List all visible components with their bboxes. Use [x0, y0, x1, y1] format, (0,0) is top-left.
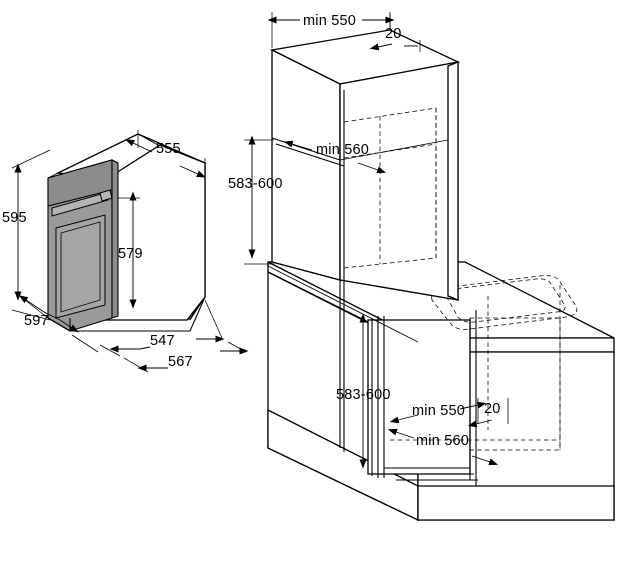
- upper-cabinet-bottom-edge: [271, 261, 341, 281]
- dim-l550-arrow-right: [459, 401, 487, 410]
- upper-shelf-front-edge: [271, 137, 341, 161]
- dim-555-label: 555: [156, 141, 181, 157]
- dim-567-label: 567: [168, 354, 193, 370]
- upper-cabinet-bottom-right: [339, 279, 459, 301]
- oven-rear-lower-chamfer: [189, 296, 206, 321]
- dim-u20-arrow-left: [369, 43, 393, 51]
- countertop-underside-line: [267, 265, 419, 343]
- dim-547-label: 547: [150, 333, 175, 349]
- oven-unit-view: [47, 133, 207, 332]
- dim-597-label: 597: [24, 313, 49, 329]
- dim-u560-arrow-right: [357, 162, 387, 174]
- upper-shelf-front-edge-2: [275, 143, 345, 167]
- dim-l560-label: min 560: [416, 433, 469, 449]
- oven-door-glass-inner-outline: [60, 221, 101, 313]
- dimension-lower-20: 20: [467, 398, 509, 428]
- dim-597-ext-b: [71, 334, 99, 353]
- oven-door-handle: [51, 191, 109, 217]
- oven-door-glass: [55, 214, 106, 319]
- oven-door-edge: [111, 159, 119, 319]
- dim-l20-arrow: [467, 419, 493, 428]
- base-cabinet-plinth-front: [417, 485, 615, 521]
- oven-top-left-chamfer: [47, 172, 59, 179]
- dimension-upper-min560: min 560: [283, 140, 387, 174]
- dimension-lower-min550: min 550: [389, 401, 487, 424]
- dim-567-ext-right: [227, 341, 247, 353]
- dim-597-arrow-right: [59, 319, 79, 333]
- dim-u550-label: min 550: [303, 13, 356, 29]
- dimension-547: 547: [99, 299, 225, 357]
- dim-u560-arrow-left: [283, 140, 313, 151]
- dim-595-ext-top: [11, 149, 51, 169]
- dim-l550-label: min 550: [412, 403, 465, 419]
- dimension-595: 595: [2, 149, 51, 321]
- dim-547-leader: [139, 346, 151, 350]
- oven-bottom-edge: [47, 296, 206, 332]
- upper-cabinet-right-edge: [447, 61, 459, 301]
- dim-l560-arrow-left: [387, 428, 415, 439]
- dim-l550-arrow-left: [389, 414, 419, 424]
- upper-cabinet-left-face: [271, 48, 341, 281]
- dim-555-arrow-left: [125, 139, 153, 153]
- dim-595-label: 595: [2, 210, 27, 226]
- upper-cabinet-right-face: [339, 61, 459, 301]
- dimension-597: 597: [18, 295, 99, 353]
- dim-l583-label: 583-600: [336, 387, 391, 403]
- dimension-upper-583-600: 583-600: [228, 135, 283, 265]
- dimension-555: 555: [125, 130, 206, 180]
- dim-u583-label: 583-600: [228, 176, 283, 192]
- dim-597-arrow-left: [18, 295, 45, 313]
- dim-555-arrow-right: [179, 165, 206, 178]
- dim-547-ext-right: [204, 299, 223, 339]
- upper-niche-hidden-box: [343, 107, 437, 269]
- dim-597-mid: [43, 311, 61, 321]
- upper-niche-top-inner: [339, 139, 449, 161]
- dim-595-ext-bottom: [11, 309, 51, 321]
- dim-567-ext-left: [123, 357, 149, 373]
- dim-u560-label: min 560: [316, 142, 369, 158]
- dimension-lower-min560: min 560: [387, 428, 499, 466]
- dimension-upper-20: 20: [369, 14, 421, 52]
- oven-cavity-block: [104, 144, 206, 321]
- dim-579-label: 579: [118, 246, 143, 262]
- dim-l560-arrow-right: [471, 455, 499, 466]
- cabinet-installation-view: [267, 29, 615, 522]
- dim-547-ext-left: [99, 344, 121, 357]
- dimension-579: 579: [118, 191, 143, 321]
- dimension-567: 567: [123, 341, 249, 373]
- dim-u20-label: 20: [385, 26, 402, 42]
- dimension-lower-583-600: 583-600: [336, 313, 391, 469]
- dim-l20-label: 20: [484, 401, 501, 417]
- oven-top-rear-chamfer: [137, 133, 159, 146]
